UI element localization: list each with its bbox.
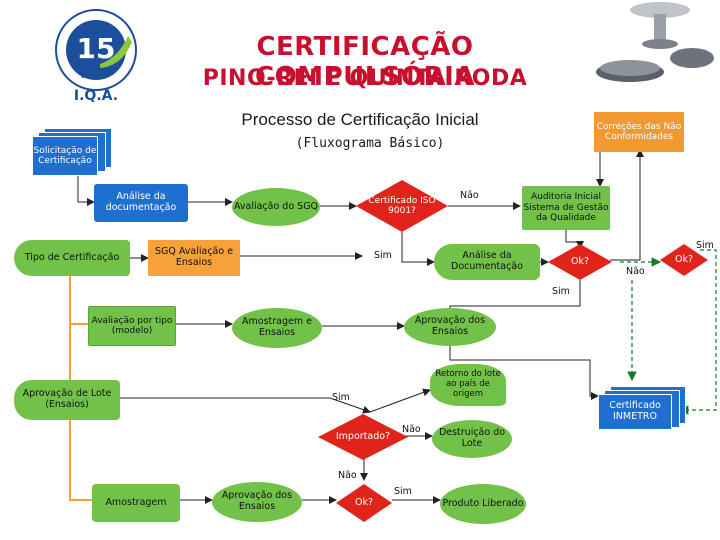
node-aprovacao-ensaios: Aprovação dos Ensaios: [404, 308, 496, 346]
node-correcoes: Correções das Não Conformidades: [594, 112, 684, 152]
svg-text:I.Q.A.: I.Q.A.: [74, 88, 118, 102]
label-sim-ok1: Sim: [552, 286, 570, 297]
main-title-line2: PINO-REI E QUINTA RODA: [202, 66, 528, 91]
label-nao-importado: Não: [402, 424, 421, 435]
label-sim-ok3: Sim: [394, 486, 412, 497]
connector-tipo-lote: [69, 276, 92, 501]
node-retorno-lote: Retorno do lote ao país de origem: [430, 364, 506, 406]
node-amostragem-ensaios: Amostragem e Ensaios: [232, 308, 322, 348]
label-sim-iso: Sim: [374, 250, 392, 261]
node-avaliacao-sgq: Avaliação do SGQ: [232, 188, 320, 226]
node-sgq-avaliacao: SGQ Avaliação e Ensaios: [148, 240, 240, 276]
label-sim-ok2: Sim: [696, 240, 714, 251]
node-produto-liberado: Produto Liberado: [440, 484, 526, 524]
node-aprovacao-ensaios2: Aprovação dos Ensaios: [212, 482, 302, 522]
node-analise-documentacao: Análise da Documentação: [434, 244, 540, 280]
node-tipo-cert: Tipo de Certificação: [14, 240, 130, 276]
svg-text:anos: anos: [81, 68, 107, 81]
node-amostragem: Amostragem: [92, 484, 180, 522]
node-analise-doc: Análise da documentação: [94, 184, 188, 222]
product-image: [580, 0, 720, 110]
arrow-ok2-certificado: [678, 249, 717, 415]
diagram-title: Processo de Certificação Inicial: [241, 110, 479, 129]
arrow-iso-analisedoc: [401, 232, 435, 266]
label-nao-importado2: Não: [338, 470, 357, 481]
main-title-line1: CERTIFICAÇÃO COMPULSÓRIA: [255, 32, 475, 92]
label-sim-lote: Sim: [332, 392, 350, 403]
diagram-subtitle: (Fluxograma Básico): [295, 136, 445, 151]
iqa-logo: 15 anos I.Q.A.: [48, 6, 144, 104]
node-solicitacao: Solicitação de Certificação: [32, 136, 98, 176]
arrow-lote-importado: [120, 397, 371, 414]
node-destruicao-lote: Destruição do Lote: [432, 420, 512, 458]
arrow-solic-analise: [77, 176, 95, 206]
label-nao-iso: Não: [460, 190, 479, 201]
arrow-importado-retorno: [369, 388, 431, 413]
node-aprovacao-lote: Aprovação de Lote (Ensaios): [14, 380, 120, 420]
arrow-ok-correcoes: [610, 149, 644, 261]
node-avaliacao-tipo: Avaliação por tipo (modelo): [88, 306, 176, 346]
iqa-logo-graphic: 15 anos I.Q.A.: [55, 9, 137, 104]
svg-text:15: 15: [77, 32, 116, 65]
label-nao-ok1: Não: [626, 266, 645, 277]
arrow-aprovacao-certificado: [449, 346, 599, 400]
node-certificado-inmetro: Certificado INMETRO: [598, 394, 672, 430]
node-auditoria: Auditoria Inicial Sistema de Gestão da Q…: [522, 186, 610, 230]
